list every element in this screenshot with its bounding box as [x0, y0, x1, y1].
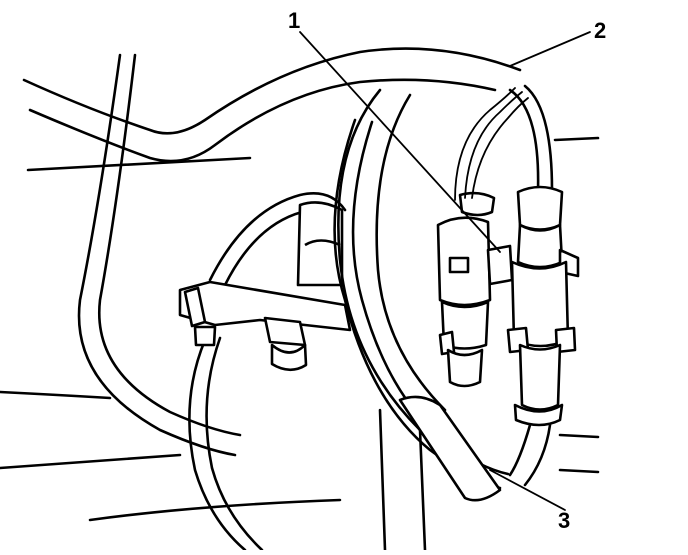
left-vertical-lines	[77, 53, 242, 457]
callout-2-label: 2	[594, 18, 607, 43]
callout-3-label: 3	[558, 508, 571, 533]
leader-line-1	[299, 31, 501, 253]
upper-hose	[22, 47, 522, 163]
leader-line-2	[509, 31, 591, 67]
wire-harness	[454, 87, 529, 201]
fuel-line-connector-left	[436, 191, 514, 388]
frame-rail-lines	[0, 136, 600, 522]
fuel-feed-line	[333, 118, 510, 502]
center-hose	[337, 88, 447, 552]
leader-lines	[299, 31, 591, 511]
leader-line-3	[489, 469, 566, 511]
fuel-line-connector-right	[506, 84, 580, 487]
mounting-bracket	[178, 201, 352, 372]
callout-1-label: 1	[288, 8, 301, 33]
